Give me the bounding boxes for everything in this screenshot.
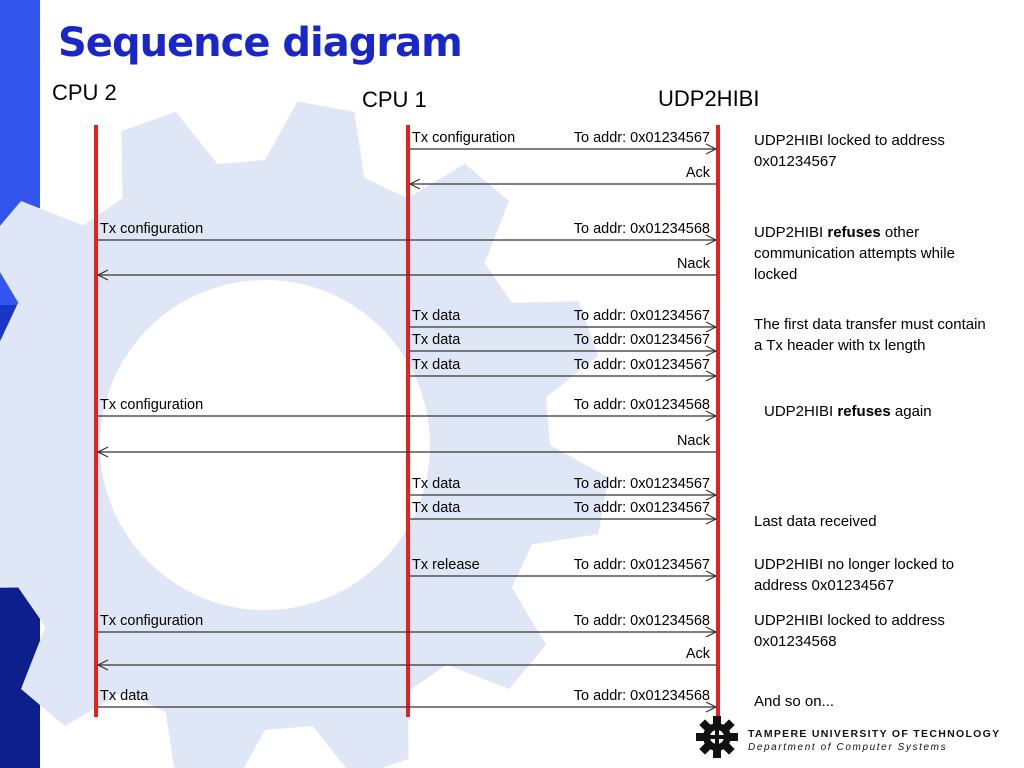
message-label: Tx configuration [100,613,204,629]
message-arrowhead [705,143,718,155]
gear-icon [696,716,738,758]
annotation-note: UDP2HIBI refuses again [764,403,932,420]
annotation-note: The first data transfer must contain a T… [754,316,986,354]
message-label: Tx data [412,476,461,492]
lifeline-header-cpu1: CPU 1 [362,87,427,112]
message-address: Ack [685,646,710,662]
annotation-note: UDP2HIBI refuses other communication att… [754,224,955,283]
message-address: Nack [676,256,710,272]
message-arrowhead [705,513,718,525]
annotation-note: UDP2HIBI locked to address 0x01234568 [754,612,945,650]
message-label: Tx data [412,357,461,373]
message-address: To addr: 0x01234567 [573,357,710,373]
message-address: To addr: 0x01234567 [573,476,710,492]
message-arrowhead [705,570,718,582]
message-address: To addr: 0x01234567 [573,557,710,573]
page-title: Sequence diagram [58,20,463,66]
message-label: Tx configuration [100,221,204,237]
lifeline-header-cpu2: CPU 2 [52,80,117,105]
message-arrowhead [705,345,718,357]
message-arrowhead [705,321,718,333]
message-arrowhead [705,701,718,713]
annotation-note: UDP2HIBI locked to address 0x01234567 [754,132,945,170]
message-arrowhead [705,626,718,638]
message-label: Tx data [412,332,461,348]
message-address: To addr: 0x01234568 [573,688,710,704]
message-label: Tx configuration [412,130,516,146]
message-label: Tx data [412,500,461,516]
annotation-note: And so on... [754,693,835,710]
message-arrowhead [705,410,718,422]
university-name: TAMPERE UNIVERSITY OF TECHNOLOGY [748,728,1001,740]
message-arrowhead [705,489,718,501]
message-arrowhead [96,269,109,281]
message-label: Tx configuration [100,397,204,413]
message-address: Ack [685,165,710,181]
message-arrowhead [408,178,421,190]
message-arrowhead [96,659,109,671]
message-address: To addr: 0x01234568 [573,613,710,629]
university-logo: TAMPERE UNIVERSITY OF TECHNOLOGY Departm… [694,712,999,762]
message-arrowhead [705,234,718,246]
message-address: To addr: 0x01234567 [573,308,710,324]
message-arrowhead [96,446,109,458]
message-address: To addr: 0x01234568 [573,221,710,237]
message-address: To addr: 0x01234567 [573,130,710,146]
message-arrowhead [705,370,718,382]
department-name: Department of Computer Systems [748,742,948,753]
message-label: Tx data [100,688,149,704]
message-label: Tx release [412,557,480,573]
message-address: To addr: 0x01234568 [573,397,710,413]
message-address: To addr: 0x01234567 [573,332,710,348]
message-address: Nack [676,433,710,449]
annotation-note: Last data received [754,513,877,530]
gear-watermark-shape [0,101,609,768]
annotation-note: UDP2HIBI no longer locked to address 0x0… [754,556,955,594]
message-label: Tx data [412,308,461,324]
lifeline-header-udp2hibi: UDP2HIBI [658,86,760,111]
message-address: To addr: 0x01234567 [573,500,710,516]
